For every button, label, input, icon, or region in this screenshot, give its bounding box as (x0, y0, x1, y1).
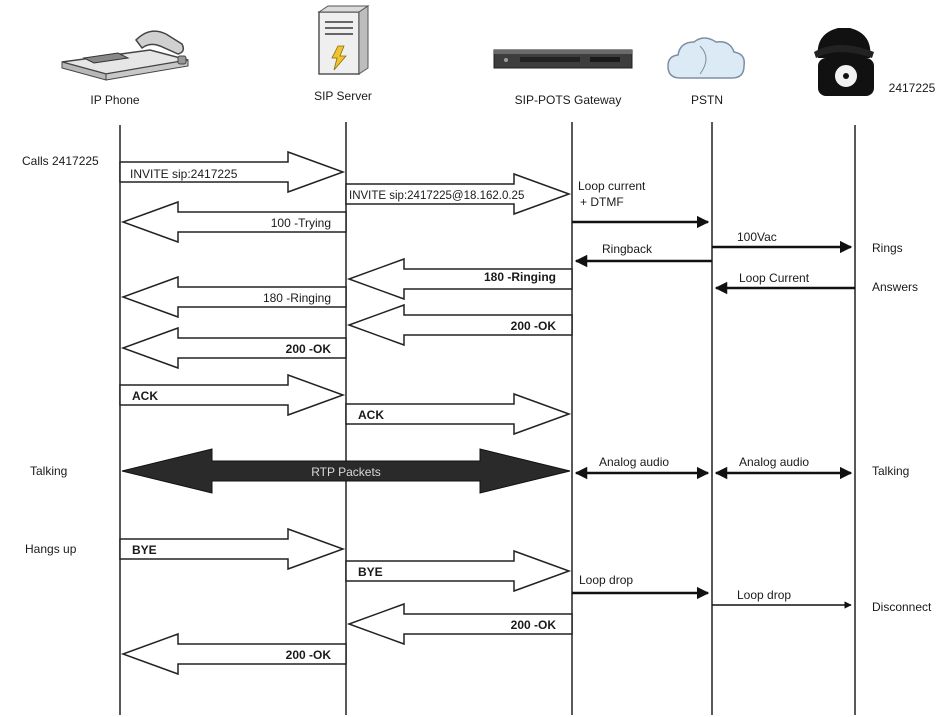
participant-label-ip-phone: IP Phone (90, 93, 139, 107)
ok-label-4: 200 -OK (286, 648, 332, 662)
participant-label-sip-server: SIP Server (314, 89, 372, 103)
note-calls: Calls 2417225 (22, 154, 99, 168)
ack-label-1: ACK (132, 389, 158, 403)
loop-current-dtmf-label-2: + DTMF (580, 195, 624, 209)
ok-label-1: 200 -OK (511, 319, 557, 333)
note-hangs-up: Hangs up (25, 542, 77, 556)
ringing-label-2: 180 -Ringing (263, 291, 331, 305)
cloud-icon (668, 38, 744, 78)
participant-label-pstn: PSTN (691, 93, 723, 107)
loop-current-dtmf-label-1: Loop current (578, 179, 646, 193)
participant-label-gateway: SIP-POTS Gateway (515, 93, 622, 107)
participant-label-phone-number: 2417225 (889, 81, 936, 95)
ok-label-3: 200 -OK (511, 618, 557, 632)
ack-label-2: ACK (358, 408, 384, 422)
loop-drop-label-1: Loop drop (579, 573, 633, 587)
invite-label-2: INVITE sip:2417225@18.162.0.25 (349, 190, 524, 202)
ringback-label: Ringback (602, 242, 653, 256)
ok-label-2: 200 -OK (286, 342, 332, 356)
loop-current-label: Loop Current (739, 271, 810, 285)
rotary-phone-icon (814, 28, 874, 96)
bye-label-1: BYE (132, 543, 157, 557)
note-talking-left: Talking (30, 464, 67, 478)
server-icon (319, 6, 368, 74)
rack-gateway-icon (494, 50, 632, 68)
ringing-label-1: 180 -Ringing (484, 270, 556, 284)
invite-label-1: INVITE sip:2417225 (130, 167, 238, 181)
ip-phone-icon (62, 31, 188, 80)
vac-label: 100Vac (737, 230, 777, 244)
analog-audio-label-1: Analog audio (599, 455, 669, 469)
loop-drop-label-2: Loop drop (737, 588, 791, 602)
bye-label-2: BYE (358, 565, 383, 579)
note-disconnect: Disconnect (872, 600, 932, 614)
note-answers: Answers (872, 280, 918, 294)
note-rings: Rings (872, 241, 903, 255)
rtp-label: RTP Packets (311, 465, 381, 479)
note-talking-right: Talking (872, 464, 909, 478)
analog-audio-label-2: Analog audio (739, 455, 809, 469)
trying-label: 100 -Trying (271, 216, 331, 230)
